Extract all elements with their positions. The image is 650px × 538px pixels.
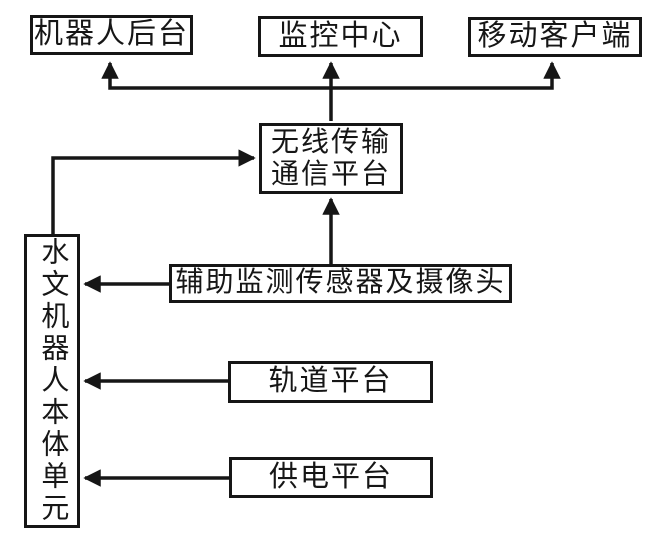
node-robot-body: 水文机器人本体单元 <box>24 234 80 528</box>
node-power-platform-label: 供电平台 <box>268 460 393 493</box>
node-wireless-platform-label-line2: 通信平台 <box>270 158 391 190</box>
node-robot-backend-label: 机器人后台 <box>33 18 189 51</box>
node-track-platform-label: 轨道平台 <box>268 365 393 398</box>
node-track-platform: 轨道平台 <box>228 361 433 403</box>
node-robot-body-label: 水文机器人本体单元 <box>37 237 69 525</box>
node-mobile-client: 移动客户端 <box>468 17 642 57</box>
node-mobile-client-label: 移动客户端 <box>477 20 633 53</box>
edge-robot-body-to-wireless <box>51 149 256 234</box>
node-wireless-platform: 无线传输 通信平台 <box>259 123 403 194</box>
node-power-platform: 供电平台 <box>229 457 433 498</box>
node-monitor-center-label: 监控中心 <box>278 19 403 52</box>
node-sensors-camera: 辅助监测传感器及摄像头 <box>169 264 512 303</box>
node-monitor-center: 监控中心 <box>258 16 423 57</box>
node-sensors-camera-label: 辅助监测传感器及摄像头 <box>175 267 506 299</box>
node-wireless-platform-label-line1: 无线传输 <box>270 126 391 158</box>
node-robot-backend: 机器人后台 <box>30 15 193 55</box>
